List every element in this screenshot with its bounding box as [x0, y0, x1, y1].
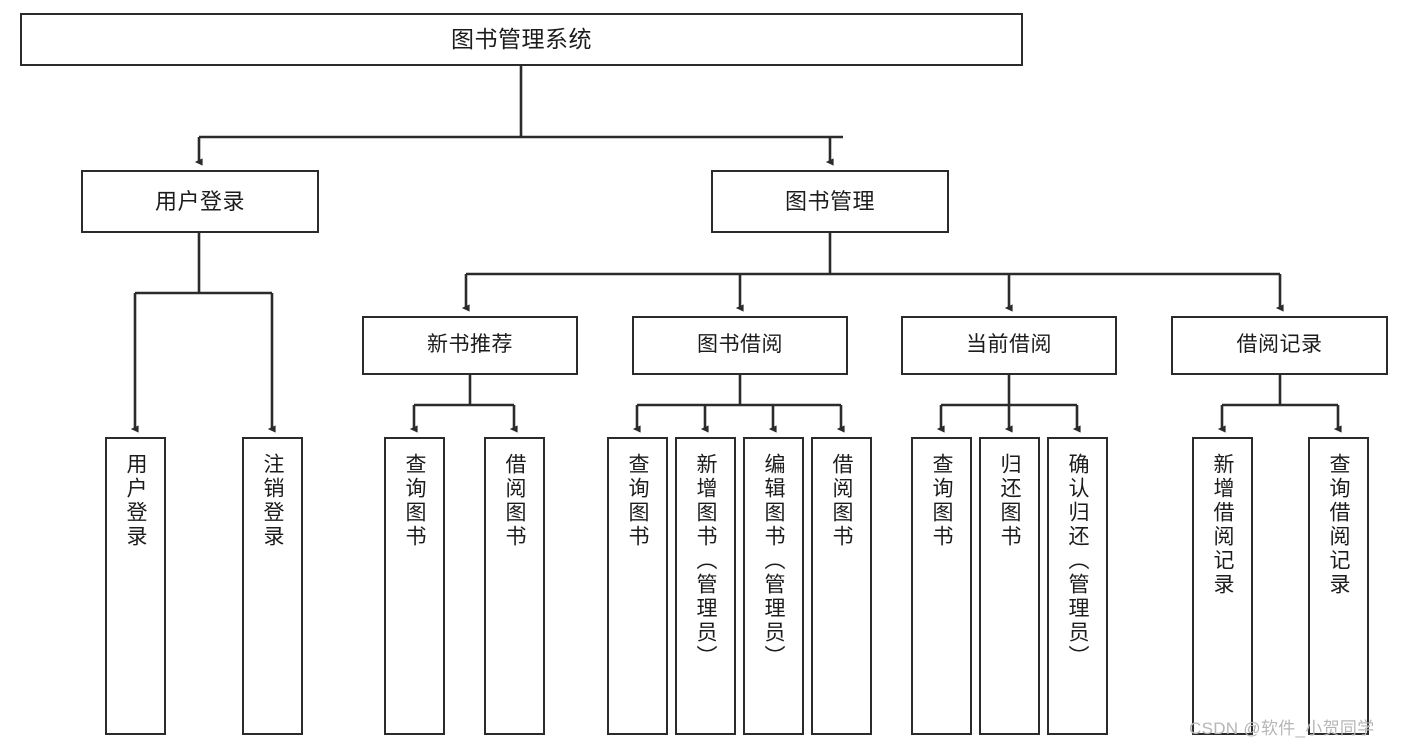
leaf-book-borrow-edit[interactable]: 编辑图书（管理员）	[743, 437, 804, 735]
leaf-book-borrow-query[interactable]: 查询图书	[607, 437, 668, 735]
leaf-book-borrow-add[interactable]: 新增图书（管理员）	[675, 437, 736, 735]
node-label: 注销登录	[261, 453, 284, 549]
node-label: 查询图书	[403, 453, 426, 549]
node-root-system[interactable]: 图书管理系统	[20, 13, 1023, 66]
node-label: 新书推荐	[427, 333, 513, 357]
node-label: 借阅图书	[830, 453, 853, 549]
node-label: 新增借阅记录	[1211, 453, 1234, 597]
leaf-current-borrow-confirm[interactable]: 确认归还（管理员）	[1047, 437, 1108, 735]
node-label: 图书借阅	[697, 333, 783, 357]
node-new-book-recommend[interactable]: 新书推荐	[362, 316, 578, 375]
node-label: 查询图书	[930, 453, 953, 549]
node-label: 当前借阅	[966, 333, 1052, 357]
node-label: 编辑图书（管理员）	[762, 453, 785, 669]
leaf-book-borrow-borrow[interactable]: 借阅图书	[811, 437, 872, 735]
leaf-current-borrow-return[interactable]: 归还图书	[979, 437, 1040, 735]
leaf-user-login-login[interactable]: 用户登录	[105, 437, 166, 735]
leaf-borrow-record-add[interactable]: 新增借阅记录	[1192, 437, 1253, 735]
node-label: 借阅记录	[1236, 333, 1323, 357]
node-label: 图书管理系统	[451, 26, 592, 53]
node-label: 归还图书	[998, 453, 1021, 549]
node-borrow-record[interactable]: 借阅记录	[1171, 316, 1388, 375]
csdn-watermark: CSDN @软件_小贺同学	[1189, 719, 1375, 738]
leaf-new-book-query[interactable]: 查询图书	[384, 437, 445, 735]
node-label: 用户登录	[124, 453, 147, 549]
node-label: 新增图书（管理员）	[694, 453, 717, 669]
node-user-login[interactable]: 用户登录	[81, 170, 319, 233]
node-current-borrow[interactable]: 当前借阅	[901, 316, 1117, 375]
node-label: 图书管理	[784, 188, 875, 214]
node-label: 借阅图书	[503, 453, 526, 549]
node-label: 查询图书	[626, 453, 649, 549]
leaf-user-login-logout[interactable]: 注销登录	[242, 437, 303, 735]
node-label: 用户登录	[154, 188, 245, 214]
leaf-borrow-record-query[interactable]: 查询借阅记录	[1308, 437, 1369, 735]
node-label: 确认归还（管理员）	[1066, 453, 1089, 669]
node-book-borrow[interactable]: 图书借阅	[632, 316, 848, 375]
leaf-new-book-borrow[interactable]: 借阅图书	[484, 437, 545, 735]
node-label: 查询借阅记录	[1327, 453, 1350, 597]
node-book-management[interactable]: 图书管理	[711, 170, 949, 233]
leaf-current-borrow-query[interactable]: 查询图书	[911, 437, 972, 735]
